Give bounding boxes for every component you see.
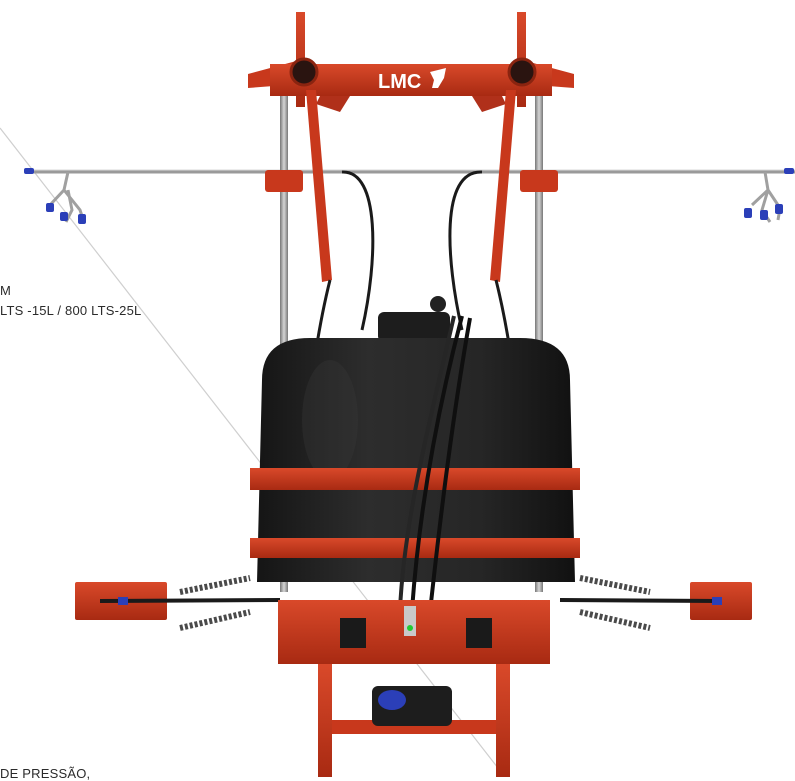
lower-side-arms bbox=[75, 575, 752, 631]
frame-arms bbox=[265, 90, 558, 282]
top-frame: LMC bbox=[248, 12, 574, 112]
chassis bbox=[278, 600, 550, 777]
frame-poles bbox=[280, 82, 543, 592]
right-nozzle-cluster bbox=[744, 168, 794, 223]
caption-line-3: DE PRESSÃO, bbox=[0, 766, 91, 781]
spray-boom bbox=[30, 169, 795, 174]
brand-logo: LMC bbox=[378, 71, 421, 93]
center-hoses bbox=[398, 315, 472, 613]
diagonal-divider bbox=[0, 127, 506, 777]
tank bbox=[257, 296, 575, 582]
tank-straps bbox=[250, 468, 580, 558]
left-nozzle-cluster bbox=[24, 168, 86, 224]
caption-line-1: M bbox=[0, 283, 12, 298]
caption-line-2: LTS -15L / 800 LTS-25L bbox=[0, 303, 142, 318]
